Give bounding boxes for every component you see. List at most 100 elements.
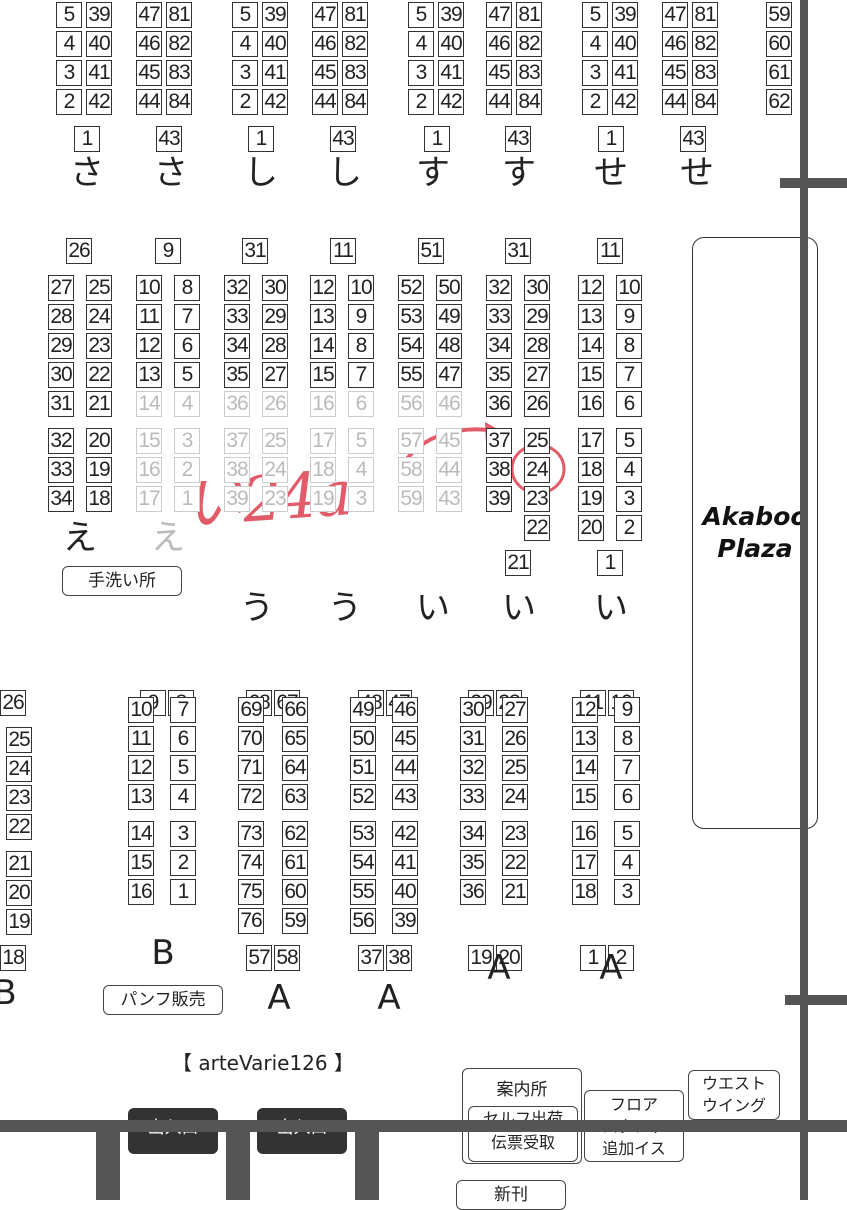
booth-cell: 63 [282, 784, 308, 810]
booth-cell: 39 [612, 2, 638, 28]
booth-cell: 4 [232, 31, 258, 57]
booth-cell: 35 [486, 362, 512, 388]
booth-cell: 5 [56, 2, 82, 28]
booth-cell: 59 [282, 908, 308, 934]
booth-cell-foot: 38 [386, 945, 412, 971]
booth-cell: 45 [392, 726, 418, 752]
booth-cell: 5 [348, 428, 374, 454]
booth-cell: 83 [516, 60, 542, 86]
booth-cell: 3 [170, 821, 196, 847]
booth-cell: 40 [438, 31, 464, 57]
booth-cell: 4 [616, 457, 642, 483]
booth-cell: 83 [166, 60, 192, 86]
booth-cell: 22 [86, 362, 112, 388]
booth-cell: 4 [582, 31, 608, 57]
booth-cell: 28 [524, 333, 550, 359]
self-ship-box: セルフ出荷 伝票受取 [468, 1106, 578, 1162]
booth-cell: 12 [578, 275, 604, 301]
booth-cell: 30 [460, 697, 486, 723]
booth-cell-foot: 1 [597, 550, 623, 576]
booth-cell: 11 [128, 726, 154, 752]
booth-cell: 32 [486, 275, 512, 301]
booth-cell: 22 [502, 850, 528, 876]
booth-cell: 10 [616, 275, 642, 301]
booth-cell: 7 [614, 755, 640, 781]
booth-cell: 12 [136, 333, 162, 359]
booth-cell: 40 [262, 31, 288, 57]
booth-cell: 3 [616, 486, 642, 512]
booth-cell-foot: 18 [0, 945, 26, 971]
booth-cell: 36 [460, 879, 486, 905]
booth-cell: 37 [486, 428, 512, 454]
booth-cell: 60 [282, 879, 308, 905]
booth-cell: 28 [48, 304, 74, 330]
booth-cell: 4 [170, 784, 196, 810]
booth-cell: 49 [350, 697, 376, 723]
pamphlet-sales-label: パンフ販売 [103, 985, 223, 1015]
booth-cell-foot: 37 [358, 945, 384, 971]
booth-cell: 17 [310, 428, 336, 454]
booth-cell: 7 [348, 362, 374, 388]
booth-cell: 39 [224, 486, 250, 512]
akaboo-plaza: Akaboo Plaza [692, 237, 818, 829]
booth-cell: 44 [136, 89, 162, 115]
booth-cell: 76 [238, 908, 264, 934]
wall-segment [780, 178, 847, 188]
booth-cell: 23 [524, 486, 550, 512]
booth-cell: 33 [224, 304, 250, 330]
block-label: い [502, 588, 536, 628]
block-label: A [267, 978, 291, 1018]
booth-cell: 13 [310, 304, 336, 330]
booth-cell: 38 [486, 457, 512, 483]
booth-cell: 47 [312, 2, 338, 28]
booth-cell: 23 [502, 821, 528, 847]
floor-stand-line3: 追加イス [602, 1139, 666, 1158]
booth-cell: 17 [578, 428, 604, 454]
booth-cell: 21 [6, 851, 32, 877]
booth-cell: 39 [438, 2, 464, 28]
booth-cell: 25 [502, 755, 528, 781]
booth-cell: 56 [398, 391, 424, 417]
booth-cell-head: 11 [597, 238, 623, 264]
booth-cell: 32 [48, 428, 74, 454]
booth-cell: 9 [348, 304, 374, 330]
booth-cell: 46 [662, 31, 688, 57]
booth-cell: 21 [502, 879, 528, 905]
booth-cell: 22 [524, 515, 550, 541]
booth-cell: 42 [262, 89, 288, 115]
booth-cell: 34 [224, 333, 250, 359]
booth-cell: 18 [572, 879, 598, 905]
booth-cell: 5 [614, 821, 640, 847]
booth-cell: 52 [350, 784, 376, 810]
booth-cell: 4 [348, 457, 374, 483]
booth-cell: 40 [612, 31, 638, 57]
booth-cell-head: 1 [598, 126, 624, 152]
booth-cell-head: 51 [418, 238, 444, 264]
booth-cell: 25 [524, 428, 550, 454]
booth-cell: 43 [436, 486, 462, 512]
booth-cell: 74 [238, 850, 264, 876]
booth-cell: 33 [460, 784, 486, 810]
booth-cell: 81 [166, 2, 192, 28]
booth-cell: 75 [238, 879, 264, 905]
booth-cell: 44 [392, 755, 418, 781]
booth-cell: 20 [6, 880, 32, 906]
block-label: せ [680, 153, 714, 193]
booth-cell: 35 [460, 850, 486, 876]
booth-cell: 19 [310, 486, 336, 512]
booth-cell: 42 [86, 89, 112, 115]
booth-cell: 38 [224, 457, 250, 483]
booth-cell: 44 [662, 89, 688, 115]
booth-cell: 13 [578, 304, 604, 330]
booth-cell: 8 [348, 333, 374, 359]
booth-cell: 81 [342, 2, 368, 28]
booth-cell: 45 [436, 428, 462, 454]
block-label: A [487, 948, 511, 988]
booth-cell: 5 [408, 2, 434, 28]
booth-cell: 62 [282, 821, 308, 847]
booth-cell: 73 [238, 821, 264, 847]
booth-cell-head: 43 [156, 126, 182, 152]
booth-cell: 8 [614, 726, 640, 752]
west-wing-box: ウエスト ウイング [688, 1070, 780, 1120]
